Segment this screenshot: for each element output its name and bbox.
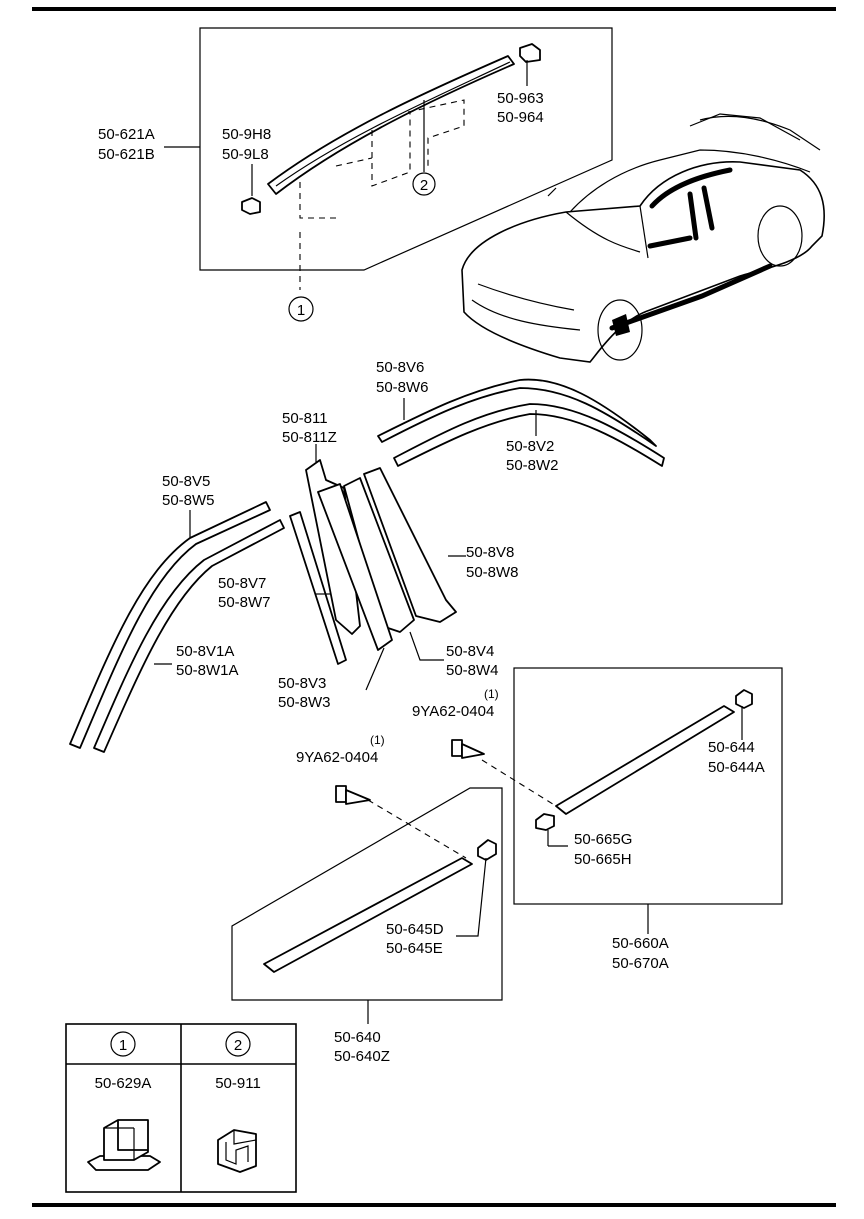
label-50-811: 50-811 [282,410,328,427]
label-50-670A: 50-670A [612,955,669,972]
qty-screw-right: (1) [484,687,499,701]
label-50-8W1A: 50-8W1A [176,662,239,679]
label-50-811Z: 50-811Z [282,429,337,446]
label-50-8W4: 50-8W4 [446,662,499,679]
label-50-963: 50-963 [497,90,544,107]
sill-molding-left-group [231,787,503,1024]
label-50-665H: 50-665H [574,851,632,868]
svg-text:2: 2 [234,1037,242,1054]
label-50-9H8: 50-9H8 [222,126,271,143]
label-50-665G: 50-665G [574,831,632,848]
label-50-621A: 50-621A [98,126,155,143]
label-50-8V5: 50-8V5 [162,473,210,490]
label-50-8V3: 50-8V3 [278,675,326,692]
svg-text:1: 1 [297,302,305,319]
label-50-644A: 50-644A [708,759,765,776]
label-50-640Z: 50-640Z [334,1048,390,1065]
legend-table [65,1023,297,1193]
sill-molding-right-group [481,667,783,934]
screw-right [451,739,485,759]
label-50-621B: 50-621B [98,146,155,163]
clip-50-911-icon [217,1129,257,1173]
legend-part-50-911: 50-911 [215,1075,261,1092]
label-50-645E: 50-645E [386,940,443,957]
label-50-8W7: 50-8W7 [218,594,271,611]
callout-2-top: 2 [412,172,436,196]
label-50-660A: 50-660A [612,935,669,952]
label-50-8W5: 50-8W5 [162,492,215,509]
label-50-8W3: 50-8W3 [278,694,331,711]
svg-text:2: 2 [420,177,428,194]
label-50-645D: 50-645D [386,921,444,938]
label-50-8W6: 50-8W6 [376,379,429,396]
label-9YA62-0404-right: 9YA62-0404 [412,703,494,720]
label-50-640: 50-640 [334,1029,381,1046]
clip-50-629A-icon [87,1119,161,1171]
label-50-8V7: 50-8V7 [218,575,266,592]
label-50-9L8: 50-9L8 [222,146,269,163]
label-9YA62-0404-left: 9YA62-0404 [296,749,378,766]
screw-left [335,785,371,805]
legend-part-50-629A: 50-629A [95,1075,152,1092]
roof-molding-group [164,27,613,290]
window-molding-parts [69,378,665,753]
label-50-8V8: 50-8V8 [466,544,514,561]
label-50-8V2: 50-8V2 [506,438,554,455]
label-50-8W8: 50-8W8 [466,564,519,581]
legend-callout-2: 2 [225,1031,251,1057]
car-illustration [461,113,825,363]
svg-text:1: 1 [119,1037,127,1054]
legend-callout-1: 1 [110,1031,136,1057]
label-50-8V1A: 50-8V1A [176,643,234,660]
callout-1-top: 1 [288,296,314,322]
label-50-964: 50-964 [497,109,544,126]
label-50-8V6: 50-8V6 [376,359,424,376]
label-50-8W2: 50-8W2 [506,457,559,474]
label-50-8V4: 50-8V4 [446,643,494,660]
qty-screw-left: (1) [370,733,385,747]
label-50-644: 50-644 [708,739,755,756]
